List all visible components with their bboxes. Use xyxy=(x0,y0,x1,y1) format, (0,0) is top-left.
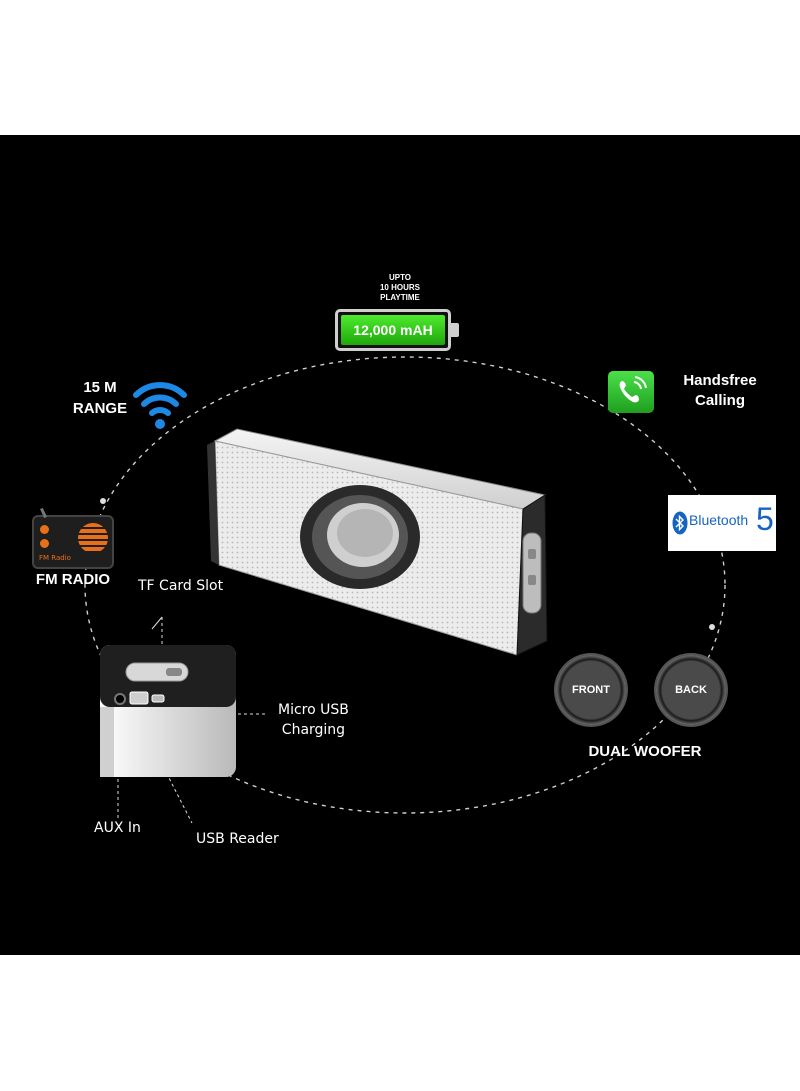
battery-caption-line2: 10 HOURS xyxy=(379,283,420,292)
back-woofer-icon: BACK xyxy=(656,655,726,725)
aux-label: AUX In xyxy=(94,820,141,836)
radio-icon: FM Radio xyxy=(32,507,114,569)
calling-label: Handsfree Calling xyxy=(660,371,780,411)
dual-woofer-label: DUAL WOOFER xyxy=(588,743,702,760)
battery-caption: UPTO 10 HOURS PLAYTIME xyxy=(340,273,460,303)
micro-usb-label: Micro USB Charging xyxy=(278,700,349,740)
range-label: 15 M RANGE xyxy=(60,377,140,419)
front-woofer-icon: FRONT xyxy=(556,655,626,725)
phone-icon xyxy=(608,371,654,413)
calling-label-line2: Calling xyxy=(694,392,745,409)
battery-caption-line3: PLAYTIME xyxy=(380,293,420,302)
range-label-line2: RANGE xyxy=(72,400,128,417)
infographic-stage: UPTO 10 HOURS PLAYTIME 12,000 mAH 15 M R… xyxy=(0,135,800,955)
port-closeup-image xyxy=(100,645,236,777)
usb-reader-label: USB Reader xyxy=(196,831,279,847)
micro-usb-label-line2: Charging xyxy=(281,722,346,738)
bluetooth-version: 5 xyxy=(756,501,774,537)
range-label-line1: 15 M xyxy=(83,379,117,396)
wifi-icon xyxy=(133,382,187,429)
battery-capacity: 12,000 mAH xyxy=(353,322,433,338)
radio-tag: FM Radio xyxy=(39,554,71,562)
speaker-image xyxy=(207,428,548,656)
battery-caption-line1: UPTO xyxy=(388,273,412,282)
micro-usb-label-line1: Micro USB xyxy=(278,702,349,718)
back-woofer-label: BACK xyxy=(675,684,707,696)
bluetooth-icon xyxy=(672,511,688,535)
front-woofer-label: FRONT xyxy=(572,684,610,696)
radio-label: FM RADIO xyxy=(35,571,111,588)
tf-card-label: TF Card Slot xyxy=(138,578,224,594)
calling-label-line1: Handsfree xyxy=(683,372,757,389)
bluetooth-brand: Bluetooth xyxy=(689,512,749,528)
battery-icon: 12,000 mAH xyxy=(335,309,459,351)
bluetooth-badge: Bluetooth 5 xyxy=(668,495,776,551)
